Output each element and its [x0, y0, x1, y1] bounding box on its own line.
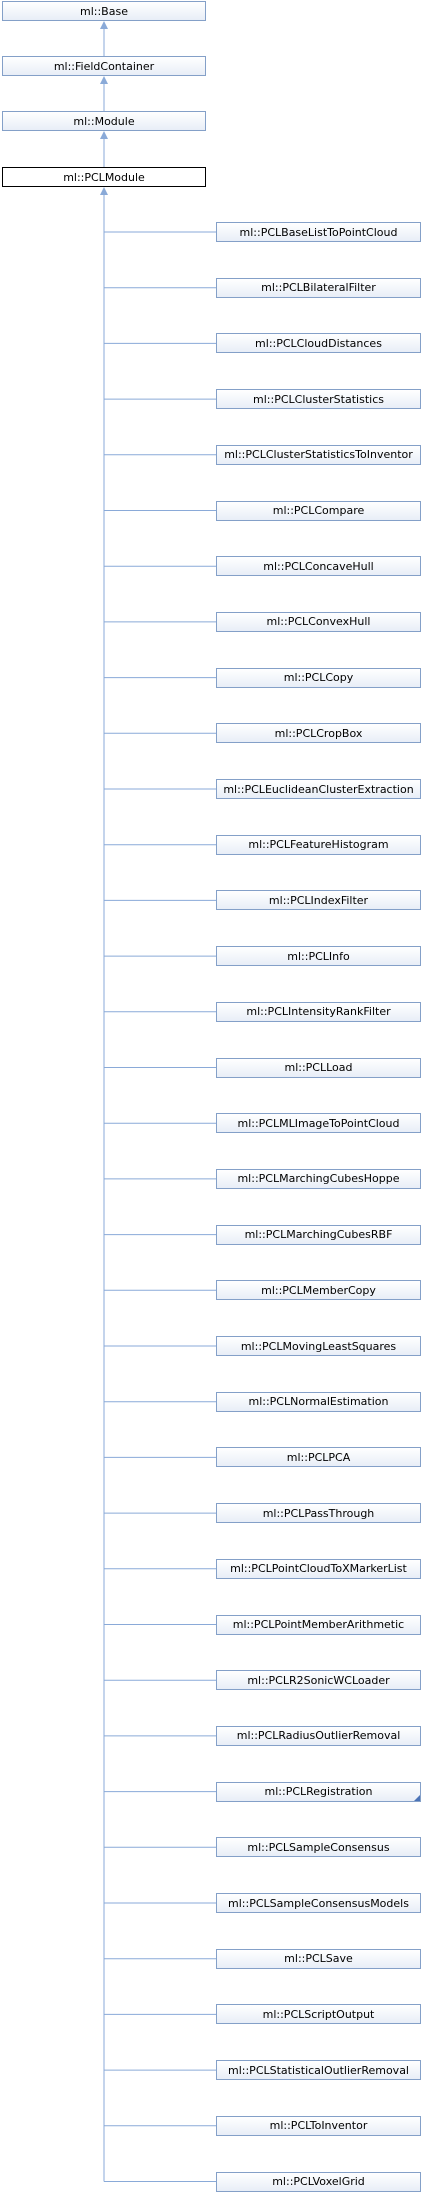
class-node-pcl-copy[interactable]: ml::PCLCopy [216, 667, 421, 688]
class-node-label: ml::PCLSampleConsensusModels [228, 1896, 409, 1910]
class-node-label: ml::PCLSave [284, 1952, 353, 1966]
class-node-pcl-to-inventor[interactable]: ml::PCLToInventor [216, 2115, 421, 2136]
class-node-pcl-cloud-distances[interactable]: ml::PCLCloudDistances [216, 333, 421, 354]
class-node-pcl-radius-outlier-removal[interactable]: ml::PCLRadiusOutlierRemoval [216, 1725, 421, 1746]
class-node-label: ml::PCLModule [63, 170, 145, 184]
class-node-pclml-image-to-point-cloud[interactable]: ml::PCLMLImageToPointCloud [216, 1113, 421, 1134]
class-node-pcl-cluster-statistics[interactable]: ml::PCLClusterStatistics [216, 389, 421, 410]
class-node-label: ml::PCLMovingLeastSquares [240, 1339, 397, 1353]
class-node-pcl-base-list-to-point-cloud[interactable]: ml::PCLBaseListToPointCloud [216, 222, 421, 242]
class-node-pcl-member-copy[interactable]: ml::PCLMemberCopy [216, 1280, 421, 1301]
class-node-pcl-pass-through[interactable]: ml::PCLPassThrough [216, 1503, 421, 1524]
class-node-label: ml::PCLLoad [284, 1061, 353, 1074]
class-node-pcl-crop-box[interactable]: ml::PCLCropBox [216, 723, 421, 744]
class-node-pcl-marching-cubes-hoppe[interactable]: ml::PCLMarchingCubesHoppe [216, 1168, 421, 1189]
class-node-label: ml::PCLIntensityRankFilter [246, 1005, 391, 1019]
class-node-label: ml::PCLCopy [283, 671, 354, 685]
class-node-label: ml::PCLPassThrough [262, 1506, 375, 1520]
class-node-label: ml::PCLR2SonicWCLoader [247, 1673, 390, 1687]
class-node-pcl-cluster-statistics-to-inventor[interactable]: ml::PCLClusterStatisticsToInventor [216, 444, 421, 465]
class-node-label: ml::PCLSampleConsensus [247, 1840, 390, 1854]
class-node-pcl-sample-consensus[interactable]: ml::PCLSampleConsensus [216, 1837, 421, 1858]
class-node-pcl-index-filter[interactable]: ml::PCLIndexFilter [216, 890, 421, 911]
class-node-label: ml::PCLCompare [272, 504, 365, 517]
class-node-pcl-bilateral-filter[interactable]: ml::PCLBilateralFilter [216, 277, 421, 298]
class-node-label: ml::PCLMarchingCubesHoppe [237, 1172, 400, 1186]
class-node-label: ml::PCLMLImageToPointCloud [237, 1116, 400, 1130]
inheritance-arrow-icon [100, 76, 108, 84]
class-node-pcl-euclidean-cluster-extraction[interactable]: ml::PCLEuclideanClusterExtraction [216, 779, 421, 799]
class-node-label: ml::Base [80, 4, 128, 18]
class-node-pcl-feature-histogram[interactable]: ml::PCLFeatureHistogram [216, 834, 421, 855]
class-node-label: ml::PCLStatisticalOutlierRemoval [228, 2063, 409, 2077]
class-node-pcl-marching-cubes-rbf[interactable]: ml::PCLMarchingCubesRBF [216, 1224, 421, 1245]
class-node-pcl-load[interactable]: ml::PCLLoad [216, 1057, 421, 1078]
class-node-pcl-concave-hull[interactable]: ml::PCLConcaveHull [216, 556, 421, 577]
class-node-label: ml::PCLNormalEstimation [248, 1395, 389, 1409]
class-node-pclr2-sonic-wc-loader[interactable]: ml::PCLR2SonicWCLoader [216, 1670, 421, 1691]
class-node-label: ml::PCLBaseListToPointCloud [239, 225, 398, 239]
class-node-label: ml::PCLClusterStatisticsToInventor [224, 448, 413, 462]
class-node-label: ml::PCLInfo [287, 949, 350, 963]
class-node-pcl-module: ml::PCLModule [2, 167, 206, 187]
class-node-pcl-voxel-grid[interactable]: ml::PCLVoxelGrid [216, 2171, 421, 2192]
class-node-pcl-statistical-outlier-removal[interactable]: ml::PCLStatisticalOutlierRemoval [216, 2060, 421, 2081]
class-node-label: ml::PCLConcaveHull [263, 559, 374, 573]
class-node-label: ml::PCLScriptOutput [262, 2007, 375, 2021]
class-node-label: ml::PCLPointMemberArithmetic [232, 1618, 405, 1631]
class-node-base[interactable]: ml::Base [2, 1, 206, 21]
class-node-label: ml::PCLCloudDistances [255, 336, 382, 350]
class-node-pcl-convex-hull[interactable]: ml::PCLConvexHull [216, 611, 421, 632]
class-node-pcl-point-cloud-to-x-marker-list[interactable]: ml::PCLPointCloudToXMarkerList [216, 1558, 421, 1579]
class-node-pcl-intensity-rank-filter[interactable]: ml::PCLIntensityRankFilter [216, 1001, 421, 1022]
class-node-label: ml::PCLConvexHull [266, 615, 371, 629]
class-node-label: ml::PCLCropBox [274, 726, 363, 740]
class-node-pcl-compare[interactable]: ml::PCLCompare [216, 500, 421, 521]
class-node-pcl-info[interactable]: ml::PCLInfo [216, 946, 421, 967]
class-node-pclpca[interactable]: ml::PCLPCA [216, 1447, 421, 1468]
class-node-label: ml::PCLToInventor [269, 2119, 368, 2133]
class-node-label: ml::PCLPointCloudToXMarkerList [230, 1562, 407, 1576]
class-node-label: ml::PCLPCA [286, 1450, 351, 1464]
class-node-pcl-script-output[interactable]: ml::PCLScriptOutput [216, 2004, 421, 2025]
class-node-pcl-sample-consensus-models[interactable]: ml::PCLSampleConsensusModels [216, 1893, 421, 1913]
inheritance-arrow-icon [100, 187, 108, 195]
class-node-pcl-normal-estimation[interactable]: ml::PCLNormalEstimation [216, 1391, 421, 1412]
inheritance-arrow-icon [100, 21, 108, 29]
class-node-pcl-save[interactable]: ml::PCLSave [216, 1948, 421, 1969]
class-node-label: ml::PCLRadiusOutlierRemoval [236, 1729, 401, 1743]
class-node-pcl-registration[interactable]: ml::PCLRegistration [216, 1781, 421, 1802]
class-node-label: ml::PCLBilateralFilter [261, 281, 376, 295]
class-node-module[interactable]: ml::Module [2, 111, 206, 131]
class-node-label: ml::PCLMarchingCubesRBF [244, 1228, 393, 1242]
fold-corner-icon [414, 1794, 420, 1801]
class-node-label: ml::PCLRegistration [264, 1785, 373, 1799]
class-node-label: ml::PCLIndexFilter [268, 893, 369, 907]
class-node-label: ml::PCLFeatureHistogram [248, 838, 389, 852]
class-node-pcl-point-member-arithmetic[interactable]: ml::PCLPointMemberArithmetic [216, 1614, 421, 1635]
class-node-field-container[interactable]: ml::FieldContainer [2, 56, 206, 76]
class-node-label: ml::FieldContainer [53, 59, 155, 73]
class-node-label: ml::Module [73, 114, 135, 128]
class-node-label: ml::PCLMemberCopy [261, 1283, 376, 1297]
inheritance-arrow-icon [100, 131, 108, 139]
class-node-label: ml::PCLVoxelGrid [272, 2175, 365, 2188]
class-node-label: ml::PCLEuclideanClusterExtraction [223, 782, 414, 796]
class-node-pcl-moving-least-squares[interactable]: ml::PCLMovingLeastSquares [216, 1336, 421, 1356]
class-node-label: ml::PCLClusterStatistics [253, 392, 384, 406]
